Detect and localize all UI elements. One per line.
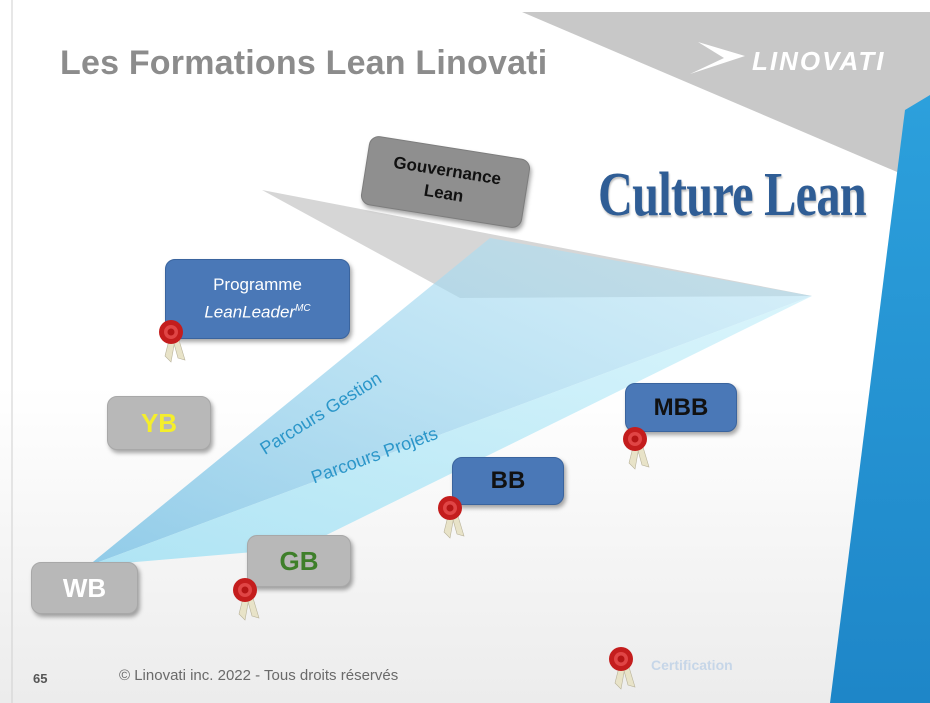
certification-seal-icon xyxy=(438,496,465,539)
certification-seal-icon xyxy=(623,427,650,470)
certification-seal-icon xyxy=(159,320,186,363)
white-belt-box: WB xyxy=(31,562,138,614)
header-banner xyxy=(522,12,930,186)
page-number: 65 xyxy=(33,671,48,686)
culture-lean-heading: Culture Lean xyxy=(598,161,867,229)
slide-title: Les Formations Lean Linovati xyxy=(60,44,548,82)
gouvernance-line2: Lean xyxy=(422,180,465,206)
logo-text: LINOVATI xyxy=(752,46,886,76)
green-belt-box: GB xyxy=(247,535,351,587)
certification-seal-icon xyxy=(233,578,260,621)
programme-line2: LeanLeaderMC xyxy=(204,297,310,325)
gestion-beam xyxy=(88,238,812,566)
certification-legend-label: Certification xyxy=(651,657,733,673)
certification-legend-seal-icon xyxy=(609,647,636,690)
governance-beam xyxy=(262,190,812,298)
programme-leanleader-text: LeanLeader xyxy=(204,302,296,322)
projets-beam xyxy=(88,296,812,566)
programme-line1: Programme xyxy=(213,275,302,295)
copyright-notice: © Linovati inc. 2022 - Tous droits réser… xyxy=(119,667,399,684)
linovati-logo-icon xyxy=(690,42,745,74)
programme-superscript: MC xyxy=(295,303,311,315)
yellow-belt-box: YB xyxy=(107,396,211,450)
black-belt-box: BB xyxy=(452,457,564,505)
master-black-belt-box: MBB xyxy=(625,383,737,432)
right-blue-band xyxy=(830,95,930,703)
programme-leanleader-box: Programme LeanLeaderMC xyxy=(165,259,350,339)
